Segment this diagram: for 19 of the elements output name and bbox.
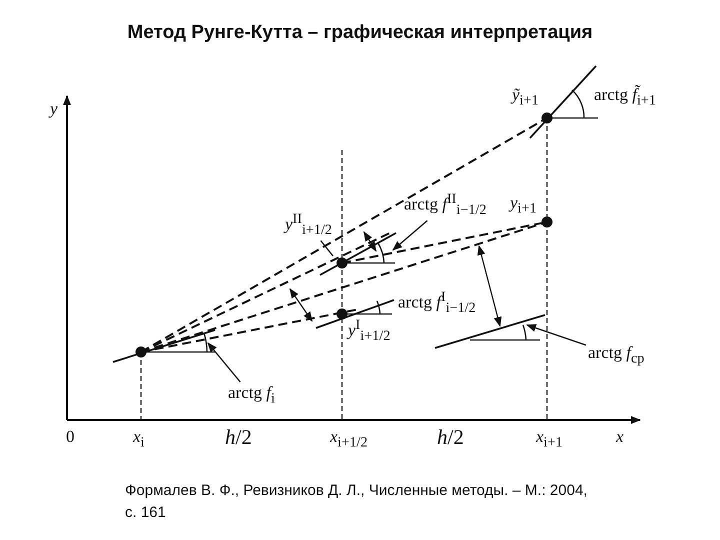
leader-line <box>392 220 428 251</box>
title: Метод Рунге-Кутта – графическая интерпретация <box>126 22 594 44</box>
tick-label: x$_{i+1/2}$ <box>330 428 368 451</box>
formula-label: arctg f$_{ср}$ <box>588 344 644 367</box>
interval-label: h/2 <box>437 426 464 450</box>
tick-label: x$_{i+1}$ <box>536 428 563 451</box>
tick-label: x$_{i}$ <box>133 428 144 451</box>
axis-label: x <box>616 428 624 447</box>
caption: Формалев В. Ф., Ревизников Д. Л., Численные методы. – М.: 2004, с. 161 <box>125 481 588 523</box>
leader-line <box>207 342 241 382</box>
axis-label: 0 <box>66 428 74 447</box>
interval-label: h/2 <box>225 426 252 450</box>
point-label: ỹ$_{i+1}$ <box>512 86 539 109</box>
point-label: y$_{i+1}$ <box>510 194 537 217</box>
axis-label: y <box>50 100 58 119</box>
leader-line <box>526 324 586 346</box>
leader-line <box>320 240 334 256</box>
formula-label: arctg f$_{i}$ <box>228 384 275 407</box>
formula-label: arctg f̃$_{i+1}$ <box>594 86 656 109</box>
